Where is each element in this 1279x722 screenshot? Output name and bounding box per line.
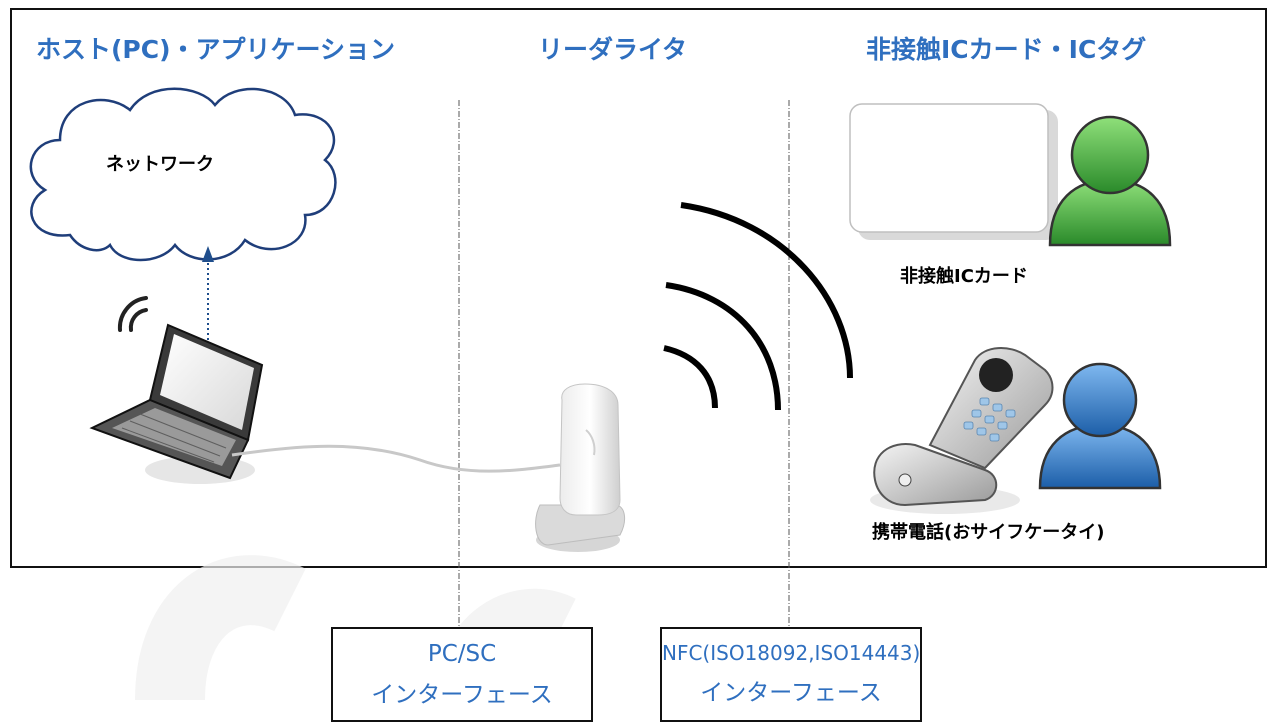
nfc-interface-box: NFC(ISO18092,ISO14443) インターフェース (660, 627, 922, 722)
nfc-interface-title: NFC(ISO18092,ISO14443) (662, 641, 921, 665)
heading-reader-writer: リーダライタ (538, 35, 688, 64)
pcsc-interface-subtitle: インターフェース (371, 682, 553, 708)
nfc-waves-icon (663, 202, 853, 411)
network-label: ネットワーク (106, 154, 214, 175)
usb-cable (231, 444, 561, 473)
person-icon (1038, 362, 1162, 490)
heading-contactless-ic: 非接触ICカード・ICタグ (866, 35, 1147, 64)
nfc-interface-subtitle: インターフェース (700, 680, 882, 706)
ic-card-label: 非接触ICカード (900, 266, 1028, 287)
card-reader-icon (535, 383, 626, 552)
diagram-frame (10, 8, 1267, 568)
person-icon (1048, 115, 1172, 247)
mobile-phone-label: 携帯電話(おサイフケータイ) (872, 522, 1105, 543)
pcsc-interface-title: PC/SC (427, 641, 497, 667)
pcsc-interface-box: PC/SC インターフェース (331, 627, 593, 722)
ic-card-icon (849, 103, 1058, 240)
cloud-icon (29, 87, 337, 262)
wifi-icon (117, 296, 148, 332)
heading-host-application: ホスト(PC)・アプリケーション (36, 35, 396, 64)
mobile-phone-icon (870, 347, 1054, 514)
laptop-icon (89, 323, 264, 484)
